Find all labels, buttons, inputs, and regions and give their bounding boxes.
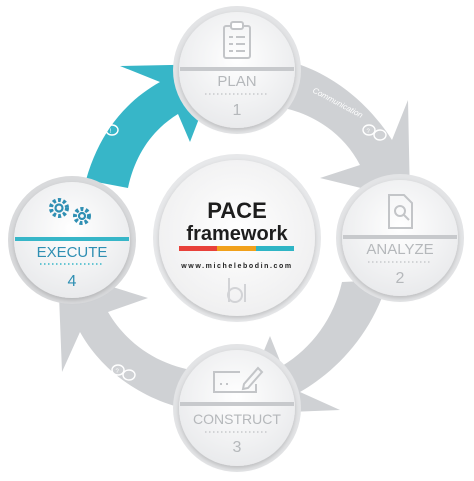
- speech-bubbles-icon: ?: [362, 124, 387, 141]
- center-url: www.michelebodin.com: [180, 263, 292, 270]
- clipboard-checklist-icon: [223, 21, 251, 59]
- step-label: ANALYZE: [366, 241, 433, 258]
- step-execute: EXECUTE 4: [8, 176, 136, 304]
- step-label: PLAN: [217, 73, 256, 90]
- center-subtitle: framework: [186, 223, 288, 245]
- svg-text:?: ?: [367, 129, 371, 135]
- step-label: CONSTRUCT: [193, 411, 281, 427]
- center-title: PACE: [207, 198, 267, 223]
- step-number: 3: [233, 439, 242, 456]
- speech-bubbles-icon: ?: [111, 364, 136, 381]
- svg-text:?: ?: [99, 123, 103, 129]
- step-plan: PLAN 1: [173, 6, 301, 134]
- step-number: 2: [396, 270, 405, 287]
- bd-logo: [227, 278, 246, 303]
- step-number: 1: [233, 102, 242, 119]
- step-analyze: ANALYZE 2: [336, 174, 464, 302]
- step-label: EXECUTE: [37, 244, 108, 261]
- svg-text:?: ?: [116, 369, 120, 375]
- arrow-construct-to-execute: [58, 270, 205, 412]
- step-construct: CONSTRUCT 3: [173, 344, 301, 472]
- pencil-on-frame-icon: [213, 366, 264, 393]
- step-number: 4: [68, 273, 77, 290]
- svg-text:!: !: [110, 129, 112, 135]
- color-bar: [179, 246, 294, 251]
- speech-bubbles-icon: ?: [351, 350, 376, 367]
- speech-bubbles-icon: ? !: [94, 118, 119, 136]
- svg-text:?: ?: [356, 355, 360, 361]
- center-hub: PACE framework www.michelebodin.com: [153, 154, 321, 322]
- gears-icon: [49, 198, 91, 225]
- arrow-plan-to-analyze: [268, 58, 410, 200]
- document-magnifier-icon: [388, 194, 413, 229]
